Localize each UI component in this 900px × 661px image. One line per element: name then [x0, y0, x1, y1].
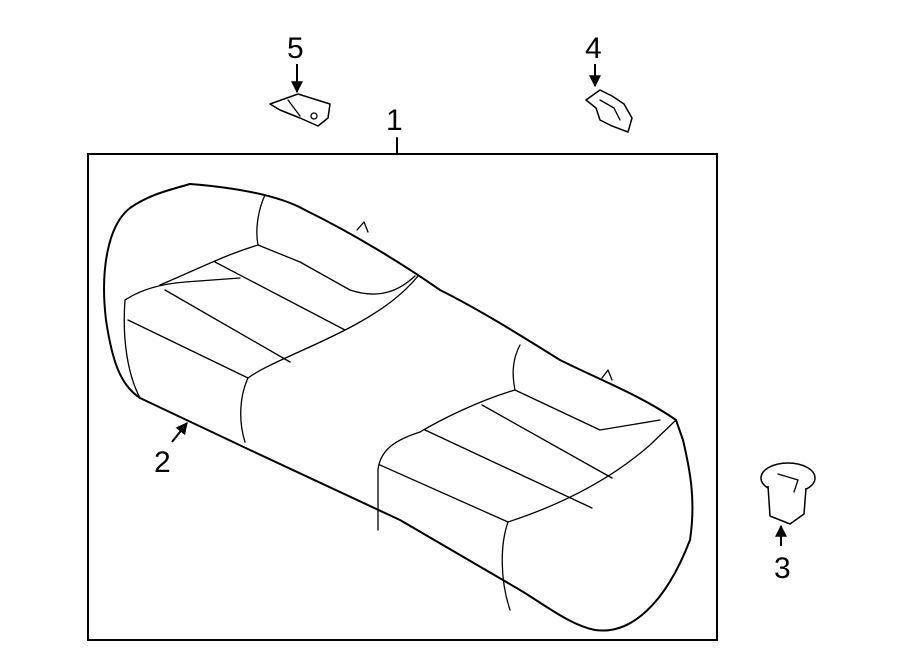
callout-2: 2: [154, 446, 171, 479]
callout-1: 1: [386, 104, 403, 137]
assembly-frame: [87, 153, 718, 641]
callout-4: 4: [585, 32, 602, 65]
callout-5: 5: [287, 32, 304, 65]
part-5-clip: [269, 93, 331, 127]
part-3-grommet: [760, 462, 816, 525]
leader-2: [171, 422, 188, 443]
callout-3: 3: [774, 552, 791, 585]
part-4-bracket: [585, 89, 633, 133]
seat-cushion-drawing: [103, 183, 694, 632]
